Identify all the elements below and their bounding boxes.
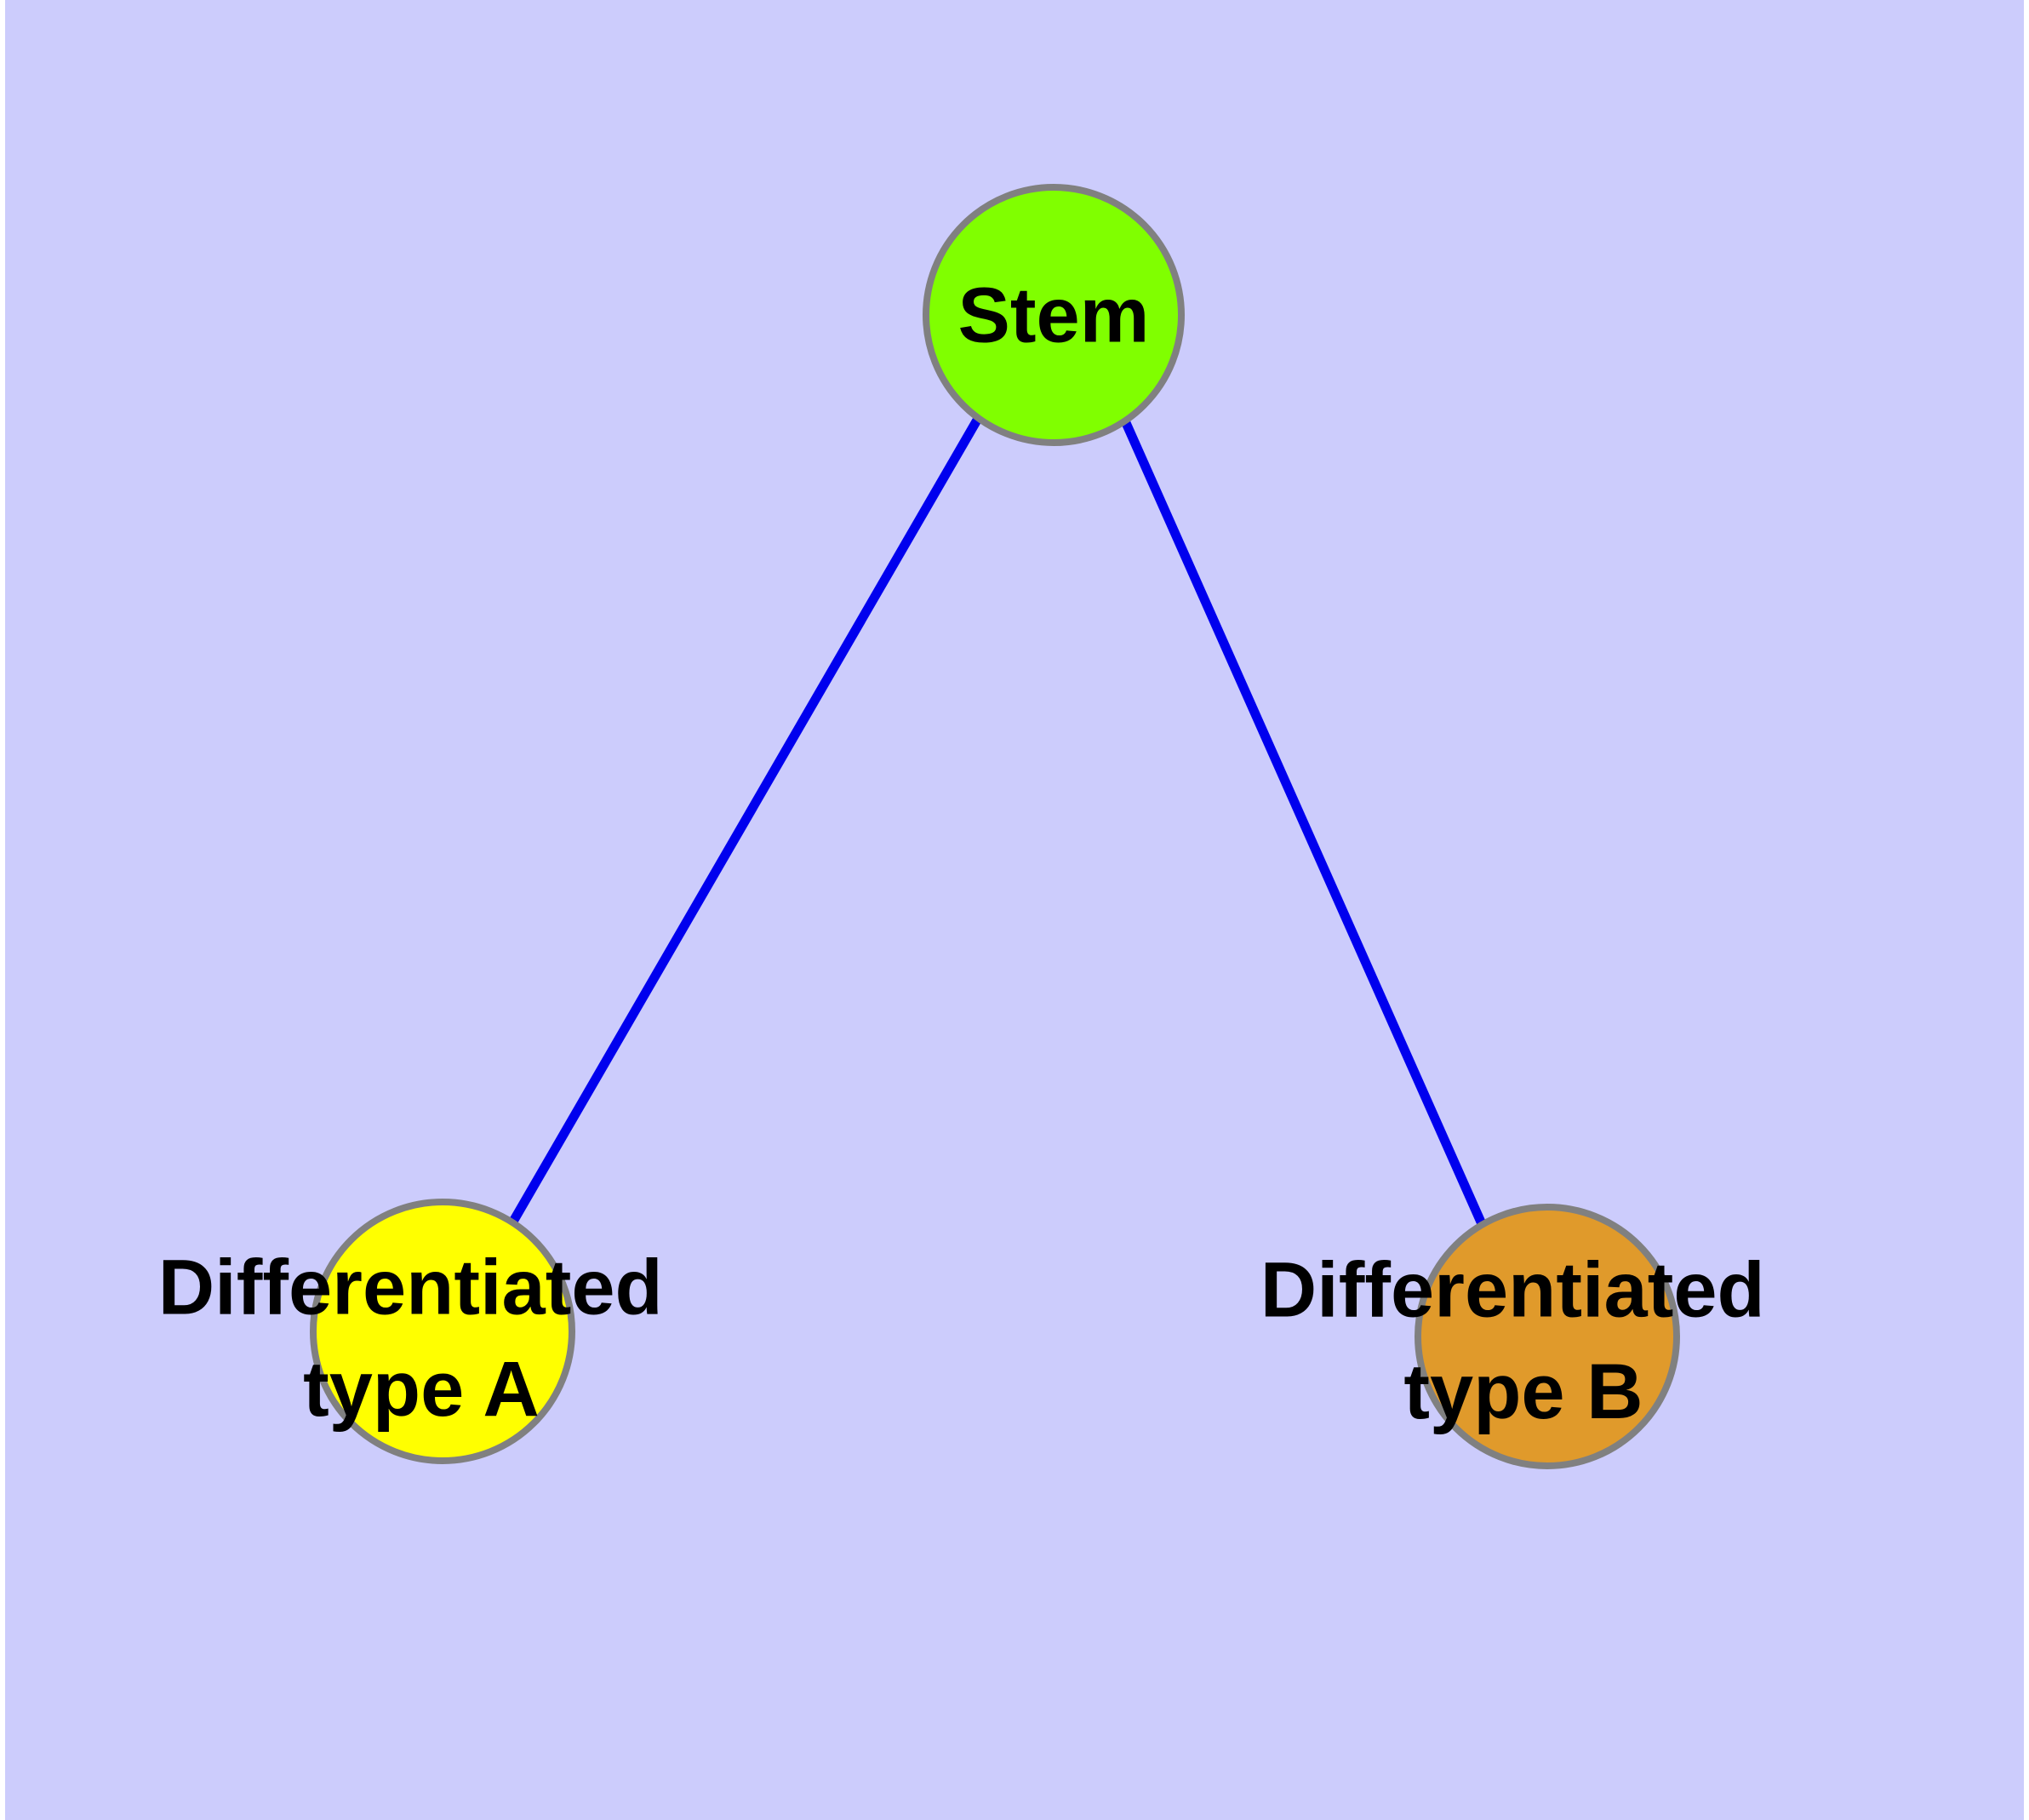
node-circle-stem[interactable] bbox=[923, 184, 1185, 446]
edge-stem-to-differentiated-type-b bbox=[1118, 415, 1488, 1228]
node-label-differentiated-type-b: Differentiated type B bbox=[1260, 1246, 1787, 1435]
node-label-differentiated-type-a-line1: Differentiated bbox=[158, 1244, 663, 1331]
edge-stem-to-differentiated-type-a bbox=[506, 415, 983, 1228]
node-label-differentiated-type-a: Differentiated type A bbox=[158, 1244, 685, 1433]
node-label-differentiated-type-a-line2: type A bbox=[303, 1346, 540, 1433]
edges-layer bbox=[506, 415, 1488, 1228]
node-label-differentiated-type-b-line2: type B bbox=[1403, 1348, 1643, 1435]
node-label-stem-line1: Stem bbox=[958, 272, 1150, 358]
node-label-differentiated-type-b-line1: Differentiated bbox=[1260, 1246, 1765, 1333]
node-circle-differentiated-type-a[interactable] bbox=[310, 1199, 575, 1464]
nodes-layer bbox=[310, 184, 1680, 1469]
node-label-stem: Stem bbox=[958, 272, 1150, 358]
labels-layer: Stem Differentiated type A Differentiate… bbox=[158, 272, 1787, 1435]
node-circle-differentiated-type-b[interactable] bbox=[1415, 1204, 1680, 1469]
